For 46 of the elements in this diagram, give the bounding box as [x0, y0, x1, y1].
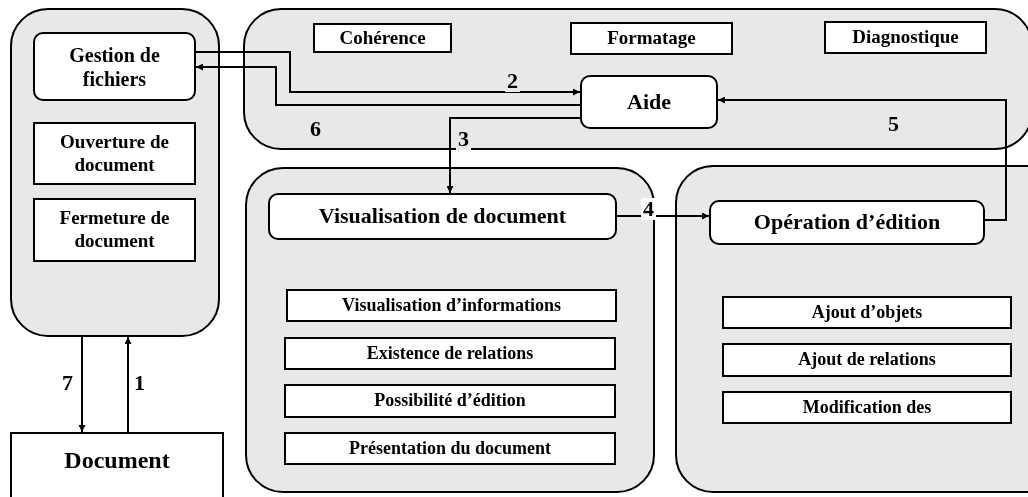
- node-label: Ouverture de document: [59, 130, 170, 177]
- process-box: [709, 200, 985, 245]
- label-box: [722, 343, 1012, 377]
- label-box: [33, 122, 196, 185]
- group-panel: [243, 8, 1028, 150]
- group-panel: [245, 167, 655, 493]
- arrow: [717, 96, 1007, 221]
- node-label: Ajout de relations: [798, 349, 936, 371]
- arrow: [195, 63, 581, 106]
- label-box: [284, 432, 616, 465]
- process-box: [268, 193, 617, 240]
- node-label: Visualisation de document: [318, 203, 567, 230]
- node-label: Ajout d’objets: [811, 301, 923, 324]
- label-box: [313, 23, 452, 53]
- node-label: Cohérence: [339, 26, 426, 50]
- node-label: Modification des: [802, 396, 932, 419]
- node-label: Formatage: [607, 27, 696, 50]
- node-label: Document: [64, 446, 170, 475]
- node-label: Présentation du document: [349, 437, 551, 460]
- node-label: Fermeture de document: [58, 207, 171, 253]
- group-panel: [10, 8, 220, 337]
- node-label: Possibilité d’édition: [374, 390, 526, 412]
- process-box: [33, 32, 196, 101]
- node-label: Visualisation d’informations: [342, 294, 561, 317]
- node-label: Existence de relations: [366, 342, 534, 365]
- node-label: Opération d’édition: [753, 209, 941, 236]
- label-box: [286, 289, 617, 322]
- label-box: [824, 21, 987, 54]
- arrow: [124, 336, 132, 433]
- arrow: [195, 51, 581, 96]
- label-box: [722, 391, 1012, 424]
- group-panel: [675, 165, 1028, 493]
- node-label: Aide: [627, 88, 671, 116]
- process-box: [580, 75, 718, 129]
- arrow: [78, 336, 86, 433]
- label-box: [570, 22, 733, 55]
- node-label: Gestion de fichiers: [68, 42, 161, 91]
- label-box: [284, 337, 616, 370]
- label-box: [722, 296, 1012, 329]
- label-box: [33, 198, 196, 262]
- arrow: [616, 212, 710, 220]
- document-box: [10, 432, 224, 497]
- node-label: Diagnostique: [852, 26, 959, 49]
- arrow: [446, 117, 581, 194]
- label-box: [284, 384, 616, 418]
- edge-label: 4: [641, 198, 656, 220]
